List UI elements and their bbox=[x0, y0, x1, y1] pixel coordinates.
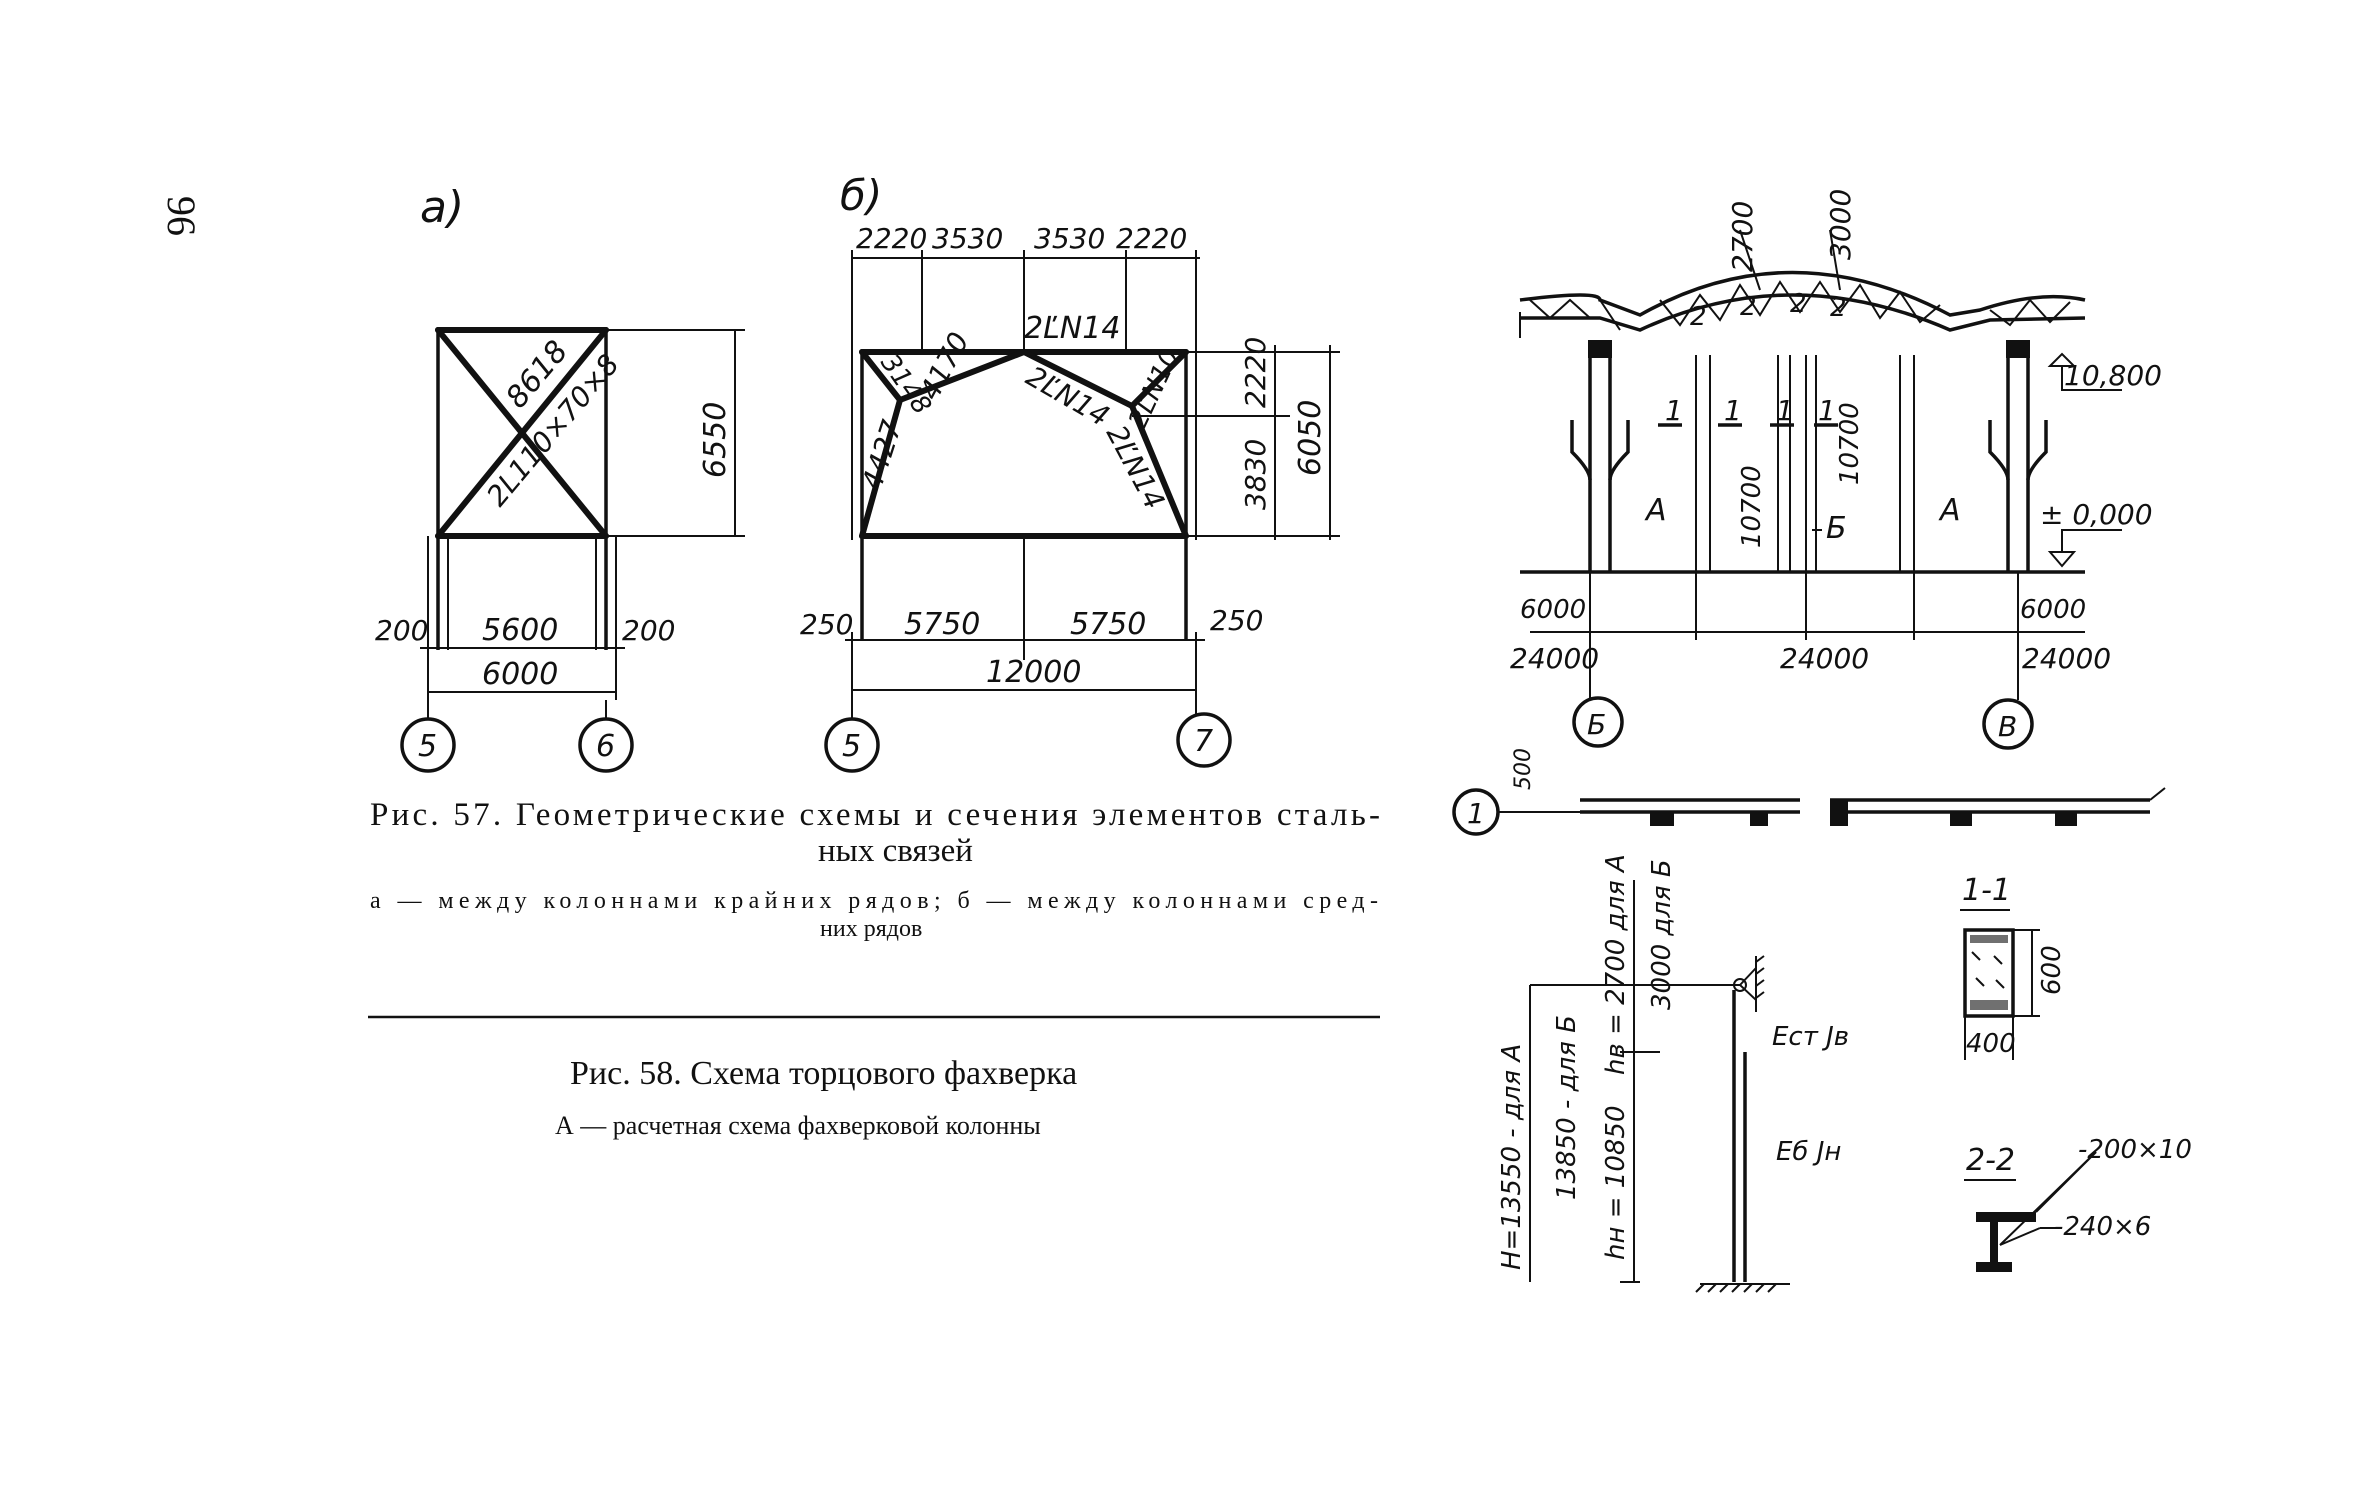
fig58-section22-flange bbox=[1976, 1212, 2036, 1222]
fig57-subcaption-line1: а — между колоннами крайних рядов; б — м… bbox=[370, 888, 1378, 914]
fig58-scheme-hv: hв = 2700 для А bbox=[1601, 854, 1631, 1075]
fig57-a-brace2 bbox=[435, 327, 609, 539]
fig58-main-column-right bbox=[1988, 340, 2048, 572]
fig58-scheme-H: H=13550 - для А bbox=[1497, 1044, 1527, 1270]
fig57-caption-line2: ных связей bbox=[818, 833, 973, 869]
fig58-sec-mark-4: 2 bbox=[1830, 293, 1847, 323]
fig57-b-member-5: 2ĽN10 bbox=[1123, 345, 1186, 433]
fig57-subcaption-line2: них рядов bbox=[820, 916, 922, 942]
fig57-b-top-dim-3: 3530 bbox=[1034, 222, 1105, 255]
fig57-a-label: а) bbox=[420, 182, 464, 233]
fig58-label-a-left: А bbox=[1644, 493, 1667, 528]
fig58-sec-mark-3: 2 bbox=[1790, 289, 1807, 319]
fig58-col-mark-4: 1 bbox=[1818, 394, 1836, 427]
fig58-span-right: 24000 bbox=[2022, 642, 2111, 675]
fig57-b-top-dim-2: 3530 bbox=[932, 222, 1003, 255]
fig58-subcaption: А — расчетная схема фахверковой колонны bbox=[555, 1111, 1041, 1140]
fig58-scheme-H2: 13850 - для Б bbox=[1552, 1015, 1582, 1200]
page-number: 96 bbox=[159, 196, 204, 236]
fig58-plan-mark: 1 bbox=[1467, 797, 1485, 830]
fig58-scheme-E-bot: Eб Jн bbox=[1776, 1137, 1841, 1167]
fig57-b-h-total: 6050 bbox=[1293, 400, 1328, 476]
fig58-label-b: Б bbox=[1826, 511, 1847, 546]
fig58-section11-h: 600 bbox=[2037, 945, 2067, 995]
fig57-b-label: б) bbox=[840, 171, 882, 220]
fig58-caption: Рис. 58. Схема торцового фахверка bbox=[570, 1055, 1077, 1092]
fig57-a-axis-right-bubble bbox=[578, 717, 634, 773]
fig57-b-axis-right: 7 bbox=[1194, 724, 1213, 759]
fig58-section11-title: 1-1 bbox=[1962, 873, 2011, 908]
fig58-section-1-1: 1-1 600 400 bbox=[1960, 873, 2067, 1060]
fig58-section11-b: 400 bbox=[1966, 1029, 2016, 1059]
fig58-pitch-right: 6000 bbox=[2020, 595, 2086, 625]
fig57-caption-line1: Рис. 57. Геометрические схемы и сечения … bbox=[370, 797, 1380, 833]
fig58-roof-dim-1: 2700 bbox=[1726, 201, 1759, 272]
fig57-a-span-inner: 5600 bbox=[482, 613, 558, 648]
fig57-b-h2: 3830 bbox=[1239, 439, 1272, 510]
fig58-elev-top: 10,800 bbox=[2064, 359, 2162, 392]
fig58-col-height-2: 10700 bbox=[1835, 402, 1865, 485]
fig58-section-2-2: 2-2 -200×10 -240×6 bbox=[1964, 1135, 2192, 1272]
fig57-a-axis-left-bubble bbox=[400, 717, 456, 773]
fig58-span-left: 24000 bbox=[1510, 642, 1599, 675]
fig57-b-diagram: б) 2220 3530 3530 2220 2ĽN14 3148 4170 4… bbox=[800, 171, 1340, 773]
fig58-plan: 1 500 bbox=[1452, 748, 2166, 836]
fig58-sec-mark-2: 2 bbox=[1740, 292, 1757, 322]
fig58-scheme-E-top: Eст Jв bbox=[1772, 1022, 1849, 1052]
fig58-sec-mark-1: 2 bbox=[1690, 302, 1707, 332]
fig58-pitch-left: 6000 bbox=[1520, 595, 1586, 625]
fig58-section22-title: 2-2 bbox=[1966, 1143, 2015, 1178]
fig57-a-offset-right: 200 bbox=[622, 614, 675, 647]
fig57-b-top-dim-1: 2220 bbox=[856, 222, 927, 255]
fig57-b-top-section: 2ĽN14 bbox=[1024, 311, 1120, 346]
fig58-scheme-hv2: 3000 для Б bbox=[1647, 859, 1677, 1010]
fig58-scheme: H=13550 - для А 13850 - для Б hн = 10850… bbox=[1497, 854, 1849, 1293]
fig57-a-height: 6550 bbox=[698, 402, 733, 478]
fig57-a-axis-right: 6 bbox=[596, 729, 615, 764]
fig58-roof-dim-2: 3000 bbox=[1824, 189, 1857, 260]
fig57-b-h1: 2220 bbox=[1239, 337, 1272, 408]
fig58-section11-rect bbox=[1963, 928, 2015, 1018]
fig58-col-mark-2: 1 bbox=[1724, 394, 1742, 427]
fig57-a-offset-left: 200 bbox=[375, 614, 428, 647]
fig58-col-mark-1: 1 bbox=[1665, 394, 1683, 427]
fig57-b-axis-left-bubble bbox=[824, 717, 880, 773]
fig58-col-mark-3: 1 bbox=[1776, 394, 1794, 427]
fig58-elevation: 2700 3000 2 2 2 2 bbox=[1510, 189, 2162, 750]
fig58-axis-left-bubble bbox=[1572, 696, 1624, 748]
fig58-axis-left: Б bbox=[1587, 708, 1606, 741]
fig58-axis-right: В bbox=[1998, 710, 2017, 743]
fig58-axis-right-bubble bbox=[1982, 698, 2034, 750]
fig57-b-axis-right-bubble bbox=[1176, 712, 1232, 768]
fig58-section22-plate1: -200×10 bbox=[2078, 1135, 2192, 1165]
fig57-b-span-left: 5750 bbox=[904, 607, 980, 642]
fig58-label-a-right: А bbox=[1938, 493, 1961, 528]
fig58-section22-plate2: -240×6 bbox=[2054, 1212, 2151, 1242]
fig57-a-diagram: а) 6550 8618 2L110×70×8 200 5600 200 600… bbox=[375, 182, 745, 773]
fig57-b-span-right: 5750 bbox=[1070, 607, 1146, 642]
fig58-scheme-hn: hн = 10850 bbox=[1601, 1105, 1631, 1260]
fig57-b-offset-left: 250 bbox=[800, 608, 853, 641]
fig57-a-axis-left: 5 bbox=[418, 729, 437, 764]
fig57-a-span: 6000 bbox=[482, 657, 558, 692]
fig57-b-span: 12000 bbox=[986, 655, 1081, 690]
fig58-elev-zero: ± 0,000 bbox=[2040, 498, 2153, 531]
fig58-col-height-1: 10700 bbox=[1737, 465, 1767, 548]
fig57-b-offset-right: 250 bbox=[1210, 604, 1263, 637]
fig58-main-column-left bbox=[1570, 340, 1630, 572]
fig57-b-axis-left: 5 bbox=[842, 729, 861, 764]
fig57-b-top-dim-4: 2220 bbox=[1116, 222, 1187, 255]
fig58-section22-web bbox=[1990, 1222, 1998, 1266]
fig58-span-mid: 24000 bbox=[1780, 642, 1869, 675]
fig58-plan-dim: 500 bbox=[1511, 748, 1536, 790]
